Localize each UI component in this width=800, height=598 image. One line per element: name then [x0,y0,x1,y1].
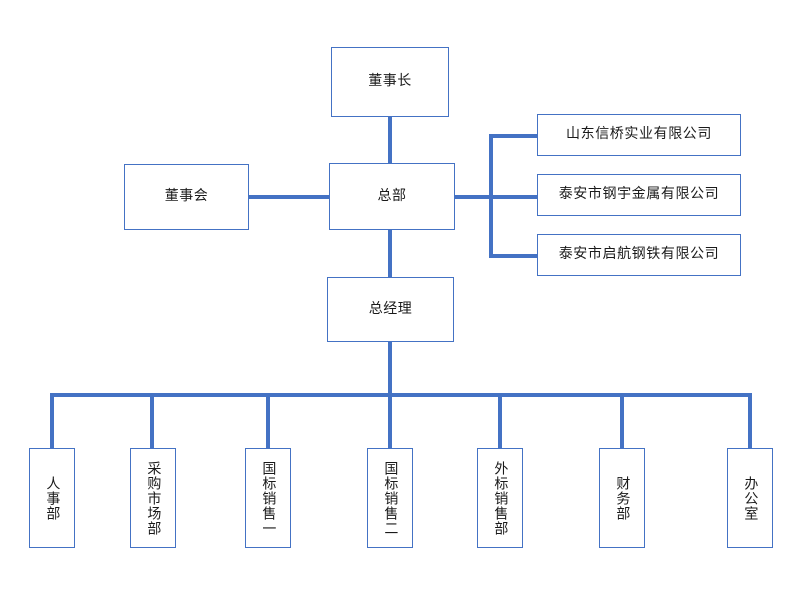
connector-bus-to-subsidiary-3 [489,254,539,258]
connector-trunk-to-department-3 [266,393,270,450]
connector-trunk-to-department-2 [150,393,154,450]
node-chairman-label: 董事长 [368,73,412,90]
node-subsidiary-3[interactable]: 泰安市启航钢铁有限公司 [537,234,741,276]
connector-bus-to-subsidiary-1 [489,134,539,138]
node-subsidiary-2[interactable]: 泰安市钢宇金属有限公司 [537,174,741,216]
node-department-5[interactable]: 外标销售部 [477,448,523,548]
connector-trunk-to-department-5 [498,393,502,450]
node-department-5-label: 外标销售部 [492,460,509,536]
node-department-1-label: 人事部 [44,475,61,521]
node-subsidiary-3-label: 泰安市启航钢铁有限公司 [558,246,720,263]
node-department-7-label: 办公室 [742,475,759,521]
node-department-4-label: 国标销售二 [382,460,399,536]
node-department-2-label: 采购市场部 [145,460,162,536]
node-general-manager[interactable]: 总经理 [327,277,454,342]
node-department-6-label: 财务部 [614,475,631,521]
connector-trunk-to-department-7 [748,393,752,450]
connector-trunk-to-department-1 [50,393,54,450]
node-board-of-directors-label: 董事会 [164,188,209,205]
node-subsidiary-1-label: 山东信桥实业有限公司 [566,126,712,143]
node-department-6[interactable]: 财务部 [599,448,645,548]
node-department-4[interactable]: 国标销售二 [367,448,413,548]
connector-trunk-to-department-6 [620,393,624,450]
node-department-3-label: 国标销售一 [260,460,277,536]
node-headquarters[interactable]: 总部 [329,163,455,230]
node-department-2[interactable]: 采购市场部 [130,448,176,548]
connector-bus-to-subsidiary-2 [489,195,539,199]
connector-headquarters-to-subsidiary-bus [454,195,493,199]
node-subsidiary-2-label: 泰安市钢宇金属有限公司 [558,186,720,203]
node-department-7[interactable]: 办公室 [727,448,773,548]
connector-department-trunk-bus [50,393,752,397]
connector-board-to-headquarters [248,195,330,199]
node-department-3[interactable]: 国标销售一 [245,448,291,548]
connector-chairman-to-headquarters [388,117,392,165]
node-board-of-directors[interactable]: 董事会 [124,164,249,230]
node-subsidiary-1[interactable]: 山东信桥实业有限公司 [537,114,741,156]
node-headquarters-label: 总部 [377,187,407,204]
node-general-manager-label: 总经理 [368,300,413,317]
node-department-1[interactable]: 人事部 [29,448,75,548]
connector-headquarters-to-general-manager [388,228,392,278]
node-chairman[interactable]: 董事长 [331,47,449,117]
